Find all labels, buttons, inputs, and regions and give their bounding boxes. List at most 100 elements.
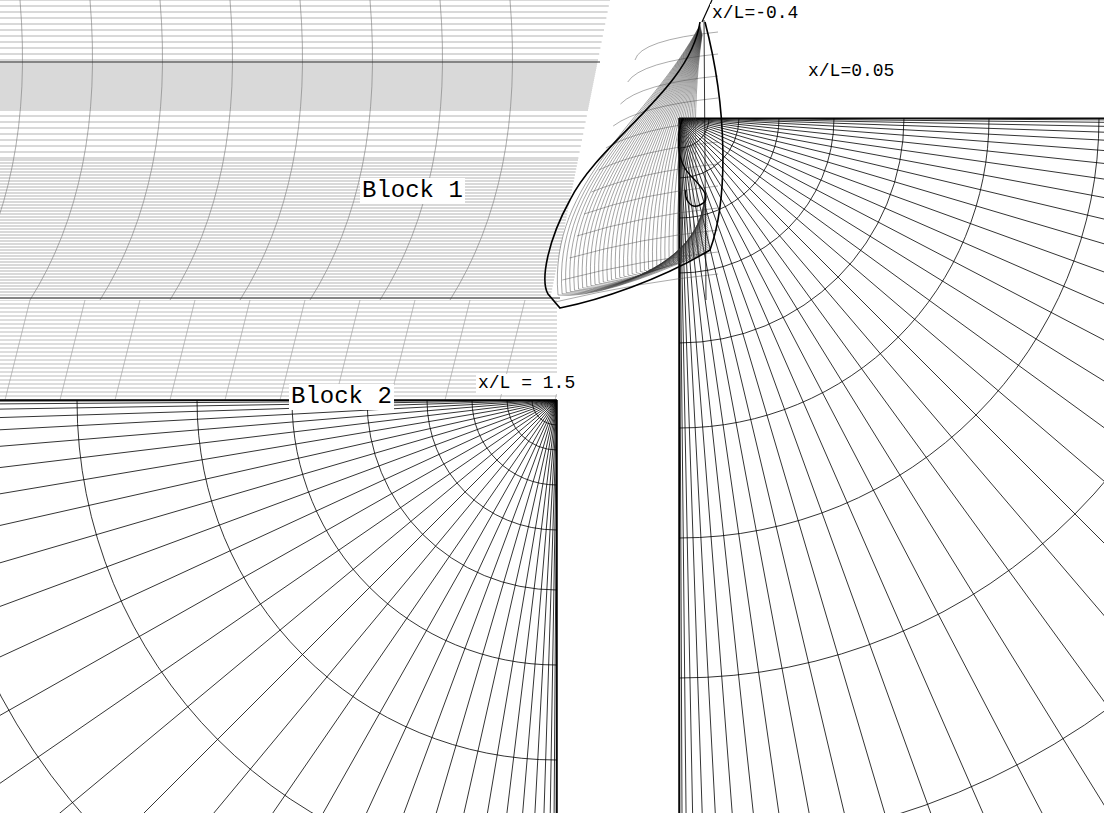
grid-line — [0, 364, 557, 365]
arc-line — [367, 400, 557, 590]
radial-line — [679, 118, 1104, 288]
arc-line — [679, 118, 834, 273]
grid-line — [0, 128, 584, 129]
hull-line — [562, 252, 718, 280]
grid-line — [0, 289, 552, 290]
hull-outline — [545, 22, 723, 308]
block-label: Block 1 — [360, 178, 465, 204]
grid-line — [0, 74, 595, 75]
grid-line — [60, 300, 85, 400]
radial-line — [679, 118, 1049, 813]
arc-line — [679, 118, 1099, 538]
radial-line — [0, 400, 557, 813]
radial-line — [0, 400, 557, 752]
radial-line — [679, 118, 849, 813]
arc-line — [197, 400, 557, 760]
hull-line — [555, 274, 718, 302]
bulb-outline — [678, 118, 706, 206]
hull-line — [590, 27, 708, 286]
grid-line — [0, 340, 557, 341]
radial-line — [424, 400, 557, 813]
hull-line — [595, 28, 709, 286]
grid-line — [0, 108, 588, 109]
hull-line — [693, 35, 705, 259]
hull-line — [619, 29, 707, 278]
hull-line — [615, 29, 708, 280]
grid-line — [0, 324, 557, 325]
grid-line — [0, 344, 557, 345]
radial-line — [679, 118, 1104, 813]
block-edge — [678, 118, 680, 813]
radial-line — [679, 118, 1104, 813]
hull-line — [599, 28, 709, 284]
grid-line — [0, 316, 557, 317]
station-label: x/L = 1.5 — [476, 374, 577, 394]
arc-line — [679, 118, 989, 428]
grid-line — [0, 102, 590, 103]
arc-line — [679, 118, 1104, 678]
hull-line — [636, 31, 707, 275]
grid-line — [0, 175, 575, 176]
hull-line — [635, 32, 718, 60]
radial-line — [679, 118, 1104, 813]
radial-line — [679, 118, 1104, 813]
radial-line — [0, 400, 557, 813]
grid-line — [0, 76, 595, 77]
grid-line — [0, 308, 557, 309]
grid-line — [30, 0, 93, 300]
hull-line — [603, 28, 709, 283]
grid-line — [0, 160, 578, 161]
block-edge — [0, 61, 600, 62]
grid-line — [0, 92, 592, 93]
arc-line — [679, 118, 779, 218]
radial-line — [0, 400, 557, 813]
radial-line — [0, 400, 557, 450]
radial-line — [679, 118, 1104, 488]
hull-line — [611, 29, 708, 281]
arc-line — [679, 118, 1104, 813]
hull-line — [632, 30, 708, 275]
grid-line — [0, 172, 576, 173]
grid-line — [0, 94, 591, 95]
radial-line — [0, 400, 557, 593]
grid-line — [0, 380, 557, 381]
grid-line — [0, 300, 557, 301]
grid-line — [0, 163, 577, 164]
grid-line — [0, 214, 567, 215]
grid-line — [0, 24, 605, 25]
grid-line — [0, 158, 578, 159]
hull-line — [695, 35, 705, 257]
grid-line — [310, 0, 373, 300]
grid-line — [225, 300, 250, 400]
hull-line — [607, 29, 708, 282]
grid-line — [0, 166, 577, 167]
radial-line — [205, 400, 557, 813]
grid-line — [0, 100, 590, 101]
radial-line — [679, 118, 1104, 813]
grid-line — [0, 238, 562, 239]
radial-line — [679, 118, 1104, 240]
radial-line — [679, 118, 681, 813]
grid-line — [5, 300, 30, 400]
radial-line — [0, 400, 557, 813]
grid-line — [0, 277, 555, 278]
hull-line — [599, 142, 718, 170]
arc-line — [679, 118, 1104, 813]
radial-line — [679, 118, 686, 813]
arc-line — [679, 118, 904, 343]
radial-line — [679, 118, 1104, 119]
grid-line — [0, 199, 570, 200]
grid-line — [0, 368, 557, 369]
grid-line — [100, 0, 163, 300]
grid-line — [0, 169, 576, 170]
arc-line — [77, 400, 557, 813]
hull-line — [570, 230, 718, 258]
grid-line — [0, 247, 561, 248]
radial-line — [679, 118, 1104, 813]
radial-line — [0, 400, 557, 666]
grid-line — [0, 400, 557, 401]
grid-line — [0, 244, 561, 245]
arc-line — [472, 400, 557, 485]
radial-line — [679, 118, 1104, 663]
